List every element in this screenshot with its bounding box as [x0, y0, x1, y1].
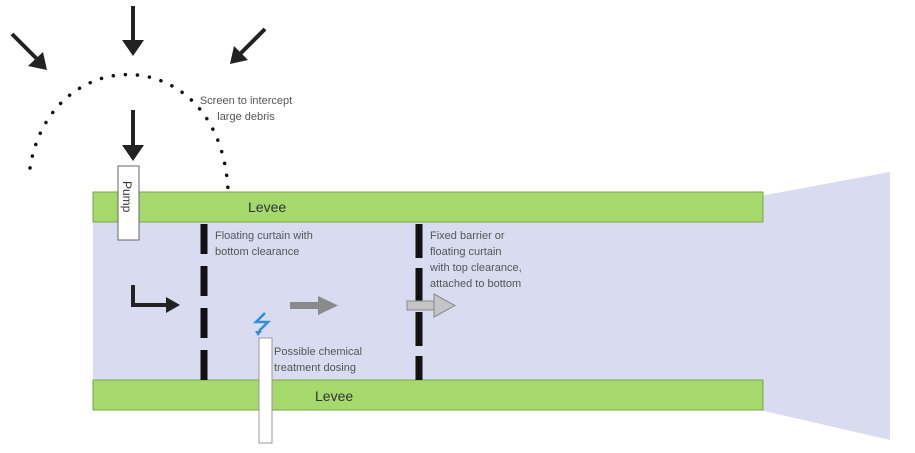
levee-top: [92, 191, 764, 223]
outlet-plume: [760, 172, 890, 440]
arrow-down-icon: [122, 6, 144, 56]
debris-screen-arc: [28, 73, 230, 192]
lightning-icon: [252, 312, 272, 336]
dosing-label-2: treatment dosing: [274, 362, 356, 374]
curtain1-label: Floating curtain with: [215, 230, 313, 242]
curtain1-label-2: bottom clearance: [215, 246, 299, 258]
levee-top-label: Levee: [248, 199, 286, 215]
levee-bottom-label: Levee: [315, 388, 353, 404]
arrow-down-to-pump-icon: [122, 110, 144, 161]
arrow-right-icon: [290, 296, 338, 315]
dosing-label: Possible chemical: [274, 346, 362, 358]
screen-label: Screen to intercept: [200, 95, 292, 107]
pump-label: Pump: [120, 181, 134, 213]
screen-label-2: large debris: [217, 111, 275, 123]
barrier2-label-4: attached to bottom: [430, 278, 521, 290]
arrow-diagonal-left-icon: [10, 32, 47, 70]
barrier2-label: Fixed barrier or: [430, 230, 505, 242]
arrow-right-outlined-icon: [406, 293, 457, 318]
arrow-diagonal-right-icon: [230, 27, 267, 64]
levee-bottom: [92, 379, 764, 411]
pump-box: [117, 165, 140, 241]
bent-arrow-icon: [131, 285, 180, 313]
barrier2-label-3: with top clearance,: [429, 262, 522, 274]
barrier2-label-2: floating curtain: [430, 246, 502, 258]
dosing-pipe: [258, 337, 273, 444]
